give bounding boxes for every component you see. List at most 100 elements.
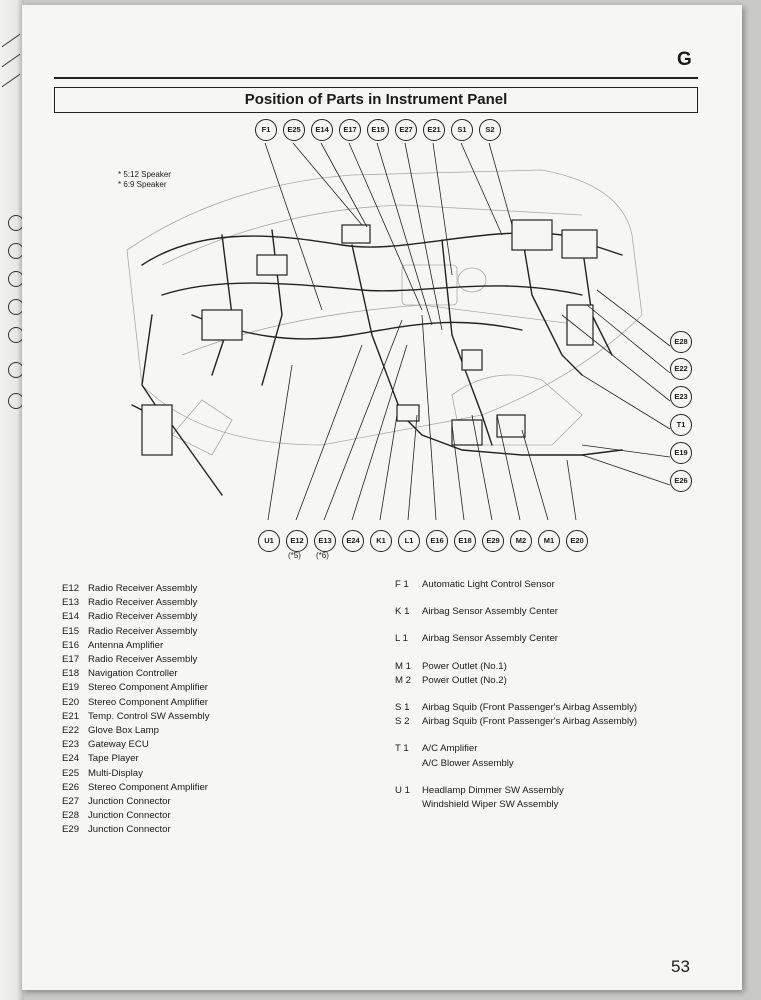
list-item: M 2 Power Outlet (No.2): [395, 674, 637, 688]
connector-block: [201, 309, 243, 341]
part-code: S 2: [395, 716, 410, 728]
part-name: Radio Receiver Assembly: [88, 597, 198, 609]
part-code: [395, 757, 422, 771]
part-name: Junction Connector: [88, 796, 171, 808]
list-item: L 1 Airbag Sensor Assembly Center: [395, 632, 637, 646]
part-code: E25: [62, 767, 80, 779]
main-harness: [141, 232, 623, 266]
callout-bottom: E13: [314, 530, 336, 552]
callout-bottom: E16: [426, 530, 448, 552]
part-code: E18: [62, 668, 80, 680]
part-name: Gateway ECU: [88, 739, 149, 751]
speaker-note-line: * 5:12 Speaker: [118, 170, 171, 179]
callout-top: E14: [311, 119, 333, 141]
dashboard-outline: [126, 169, 643, 446]
callout-right: E26: [670, 470, 692, 492]
callout-top: S1: [451, 119, 473, 141]
callout-bottom: E18: [454, 530, 476, 552]
part-code: E19: [62, 682, 80, 694]
parts-group: U 1 Headlamp Dimmer SW Assembly Windshiel…: [395, 784, 637, 812]
callout-top: S2: [479, 119, 501, 141]
list-item: U 1 Headlamp Dimmer SW Assembly: [395, 784, 637, 798]
part-code: M 2: [395, 674, 411, 686]
page-title: Position of Parts in Instrument Panel: [54, 87, 698, 113]
list-item: E19 Stereo Component Amplifier: [62, 681, 210, 695]
part-code: E14: [62, 611, 80, 623]
part-code: T 1: [395, 743, 409, 755]
part-name: Automatic Light Control Sensor: [422, 579, 555, 590]
part-code: U 1: [395, 784, 410, 796]
list-item: E14 Radio Receiver Assembly: [62, 610, 210, 624]
manual-page: G Position of Parts in Instrument Panel: [22, 5, 742, 990]
callout-right: E19: [670, 442, 692, 464]
list-item: E22 Glove Box Lamp: [62, 724, 210, 738]
part-name: Tape Player: [88, 753, 139, 765]
part-name: Power Outlet (No.2): [422, 674, 507, 686]
callout-top: F1: [255, 119, 277, 141]
part-name: Airbag Sensor Assembly Center: [422, 633, 558, 645]
part-name: A/C Blower Assembly: [422, 757, 514, 769]
part-code: L 1: [395, 633, 408, 645]
speaker-note-line: * 6:9 Speaker: [118, 180, 167, 189]
callout-bottom: M2: [510, 530, 532, 552]
part-code: E28: [62, 810, 80, 822]
part-code: E29: [62, 824, 80, 836]
previous-page-line: [1, 33, 21, 48]
callout-right: E22: [670, 358, 692, 380]
part-name: Multi-Display: [88, 767, 143, 779]
part-name: Headlamp Dimmer SW Assembly: [422, 784, 564, 796]
callout-note: (*5): [288, 551, 301, 560]
part-name: Radio Receiver Assembly: [88, 583, 198, 594]
part-name: Stereo Component Amplifier: [88, 682, 208, 694]
callout-bottom: E12: [286, 530, 308, 552]
part-name: Windshield Wiper SW Assembly: [422, 799, 559, 811]
part-code: E22: [62, 725, 80, 737]
callout-bottom: K1: [370, 530, 392, 552]
part-code: E17: [62, 654, 80, 666]
part-name: Power Outlet (No.1): [422, 660, 507, 672]
callout-top: E27: [395, 119, 417, 141]
list-item: S 2 Airbag Squib (Front Passenger's Airba…: [395, 715, 637, 729]
part-name: Radio Receiver Assembly: [88, 611, 198, 623]
part-name: Antenna Amplifier: [88, 639, 164, 651]
previous-page-line: [1, 53, 21, 68]
instrument-panel-wiring-diagram: [126, 142, 671, 521]
previous-page-edge: [0, 0, 24, 1000]
part-name: Radio Receiver Assembly: [88, 625, 198, 637]
part-code: E13: [62, 597, 80, 609]
parts-group: F 1 Automatic Light Control Sensor: [395, 578, 637, 592]
list-item: E16 Antenna Amplifier: [62, 639, 210, 653]
callout-top: E21: [423, 119, 445, 141]
page-number: 53: [671, 957, 690, 976]
part-name: Temp. Control SW Assembly: [88, 710, 210, 722]
part-name: Glove Box Lamp: [88, 725, 159, 737]
callout-bottom: U1: [258, 530, 280, 552]
part-code: E20: [62, 696, 80, 708]
part-name: Radio Receiver Assembly: [88, 654, 198, 666]
part-code: F 1: [395, 579, 409, 590]
callout-note: (*6): [316, 551, 329, 560]
part-code: E15: [62, 625, 80, 637]
header-rule: [54, 77, 698, 79]
part-code: E24: [62, 753, 80, 765]
part-code: E16: [62, 639, 80, 651]
list-item: E17 Radio Receiver Assembly: [62, 653, 210, 667]
part-name: Airbag Squib (Front Passenger's Airbag A…: [422, 716, 638, 728]
parts-group: L 1 Airbag Sensor Assembly Center: [395, 632, 637, 646]
part-code: [395, 798, 422, 812]
